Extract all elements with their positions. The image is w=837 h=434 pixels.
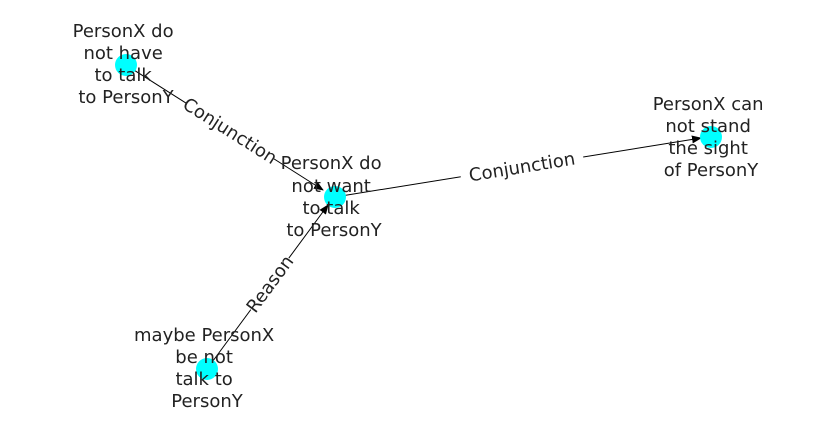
- node-label-line: PersonX can: [653, 94, 764, 115]
- node-bottom[interactable]: [196, 358, 218, 380]
- node-labels-layer: PersonX do not want to talk to PersonY P…: [73, 21, 770, 412]
- edge-label-top-center: Conjunction: [179, 94, 281, 169]
- node-label-line: PersonY: [171, 391, 243, 412]
- node-label-bottom: maybe PersonX be not talk to PersonY: [134, 325, 280, 412]
- node-label-line: to talk: [302, 198, 360, 219]
- node-label-line: PersonX do: [73, 21, 174, 42]
- node-label-line: to PersonY: [286, 220, 382, 241]
- edge-labels-layer: Conjunction Conjunction Reason: [179, 93, 586, 317]
- node-label-line: to talk: [94, 65, 152, 86]
- node-label-line: of PersonY: [664, 160, 760, 181]
- node-center[interactable]: [324, 186, 346, 208]
- node-label-line: the sight: [668, 138, 748, 159]
- node-label-line: talk to: [175, 369, 232, 390]
- node-label-line: be not: [175, 347, 233, 368]
- node-label-line: not have: [83, 43, 162, 64]
- edge-label-bottom-center: Reason: [242, 252, 298, 317]
- node-label-center: PersonX do not want to talk to PersonY: [281, 153, 388, 241]
- node-label-top: PersonX do not have to talk to PersonY: [73, 21, 180, 108]
- edge-label-center-right: Conjunction: [467, 149, 576, 187]
- node-label-line: PersonX do: [281, 153, 382, 174]
- node-label-line: not stand: [665, 116, 751, 137]
- node-label-right: PersonX can not stand the sight of Perso…: [653, 94, 770, 181]
- node-right[interactable]: [700, 126, 722, 148]
- node-label-line: maybe PersonX: [134, 325, 274, 346]
- node-label-line: not want: [291, 176, 370, 197]
- nodes-layer: [115, 54, 722, 380]
- node-top[interactable]: [115, 54, 137, 76]
- node-label-line: to PersonY: [78, 87, 174, 108]
